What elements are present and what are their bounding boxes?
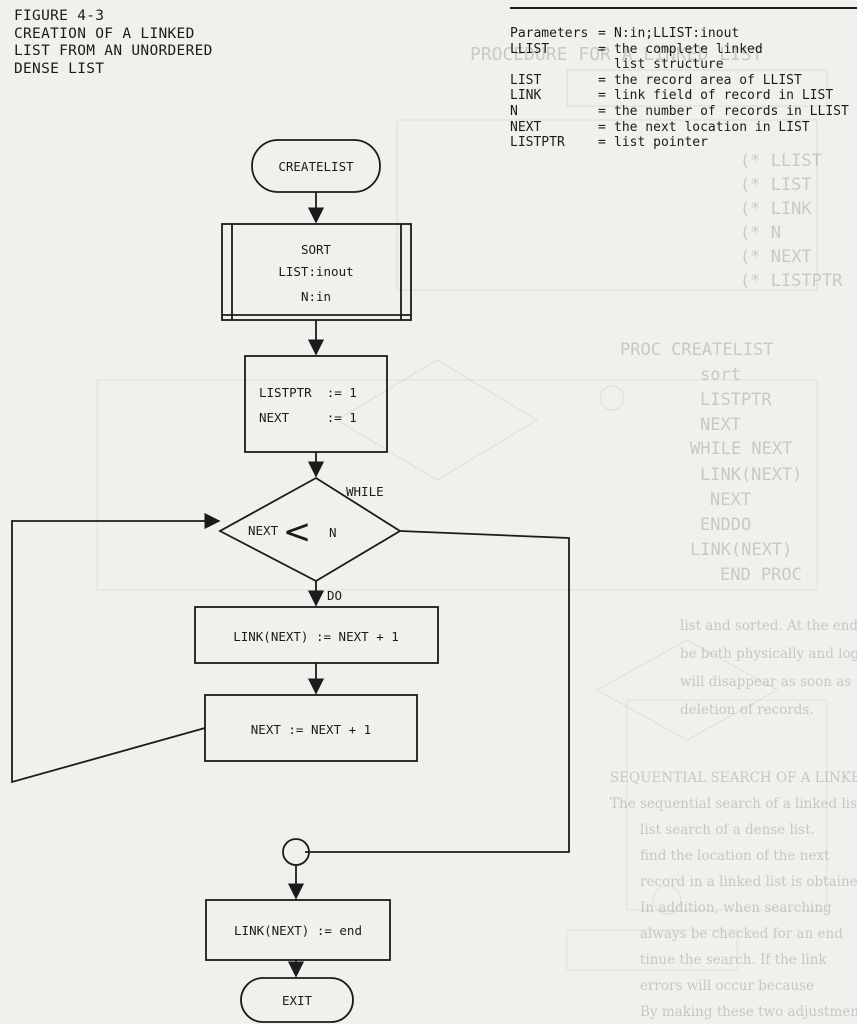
loop-back-line — [11, 512, 221, 784]
parameter-desc: the record area of LLIST — [614, 72, 802, 88]
initialize-box — [244, 355, 388, 453]
parameter-desc: list structure — [614, 57, 724, 73]
parameter-name: LISTPTR — [510, 135, 565, 151]
loop-exit-line — [305, 530, 570, 853]
sort-arg-list: LIST:inout — [278, 264, 353, 279]
parameter-desc: list pointer — [614, 135, 708, 151]
body-step-1: LINK(NEXT) := NEXT + 1 — [233, 629, 399, 644]
caption-line: CREATION OF A LINKED — [14, 25, 195, 42]
init-listptr: LISTPTR := 1 — [259, 385, 357, 400]
do-label: DO — [327, 588, 342, 603]
svg-text:The sequential search of a lin: The sequential search of a linked list — [610, 796, 857, 812]
svg-text:always be checked for an end: always be checked for an end — [640, 926, 843, 942]
svg-text:PROC CREATELIST: PROC CREATELIST — [620, 340, 774, 360]
parameter-desc: the complete linked — [614, 41, 763, 57]
body-step-2: NEXT := NEXT + 1 — [251, 722, 371, 737]
parameter-desc: link field of record in LIST — [614, 88, 834, 104]
svg-text:NEXT: NEXT — [710, 490, 751, 510]
caption-line: DENSE LIST — [14, 60, 105, 77]
svg-text:list and sorted. At the end: list and sorted. At the end — [680, 618, 857, 634]
parameter-name: NEXT — [510, 119, 542, 135]
svg-text:ENDDO: ENDDO — [700, 515, 751, 535]
svg-text:be both physically and logical: be both physically and logically — [680, 646, 857, 662]
parameter-desc: the number of records in LLIST — [614, 103, 849, 119]
svg-text:In addition, when searching: In addition, when searching — [640, 900, 832, 916]
condition-left: NEXT — [248, 523, 279, 538]
parameter-name: LIST — [510, 72, 542, 88]
svg-text:(* NEXT: (* NEXT — [740, 247, 812, 267]
parameters-value: N:in;LLIST:inout — [614, 26, 740, 41]
end-link-box — [205, 899, 391, 961]
svg-text:LINK(NEXT): LINK(NEXT) — [690, 540, 792, 560]
svg-text:NEXT: NEXT — [700, 415, 741, 435]
final-step: LINK(NEXT) := end — [234, 923, 362, 938]
start-label: CREATELIST — [278, 159, 354, 174]
less-than-symbol: < — [283, 512, 312, 552]
parameter-desc-continued: list structure — [510, 57, 849, 73]
while-label: WHILE — [346, 484, 384, 499]
svg-text:(* LIST: (* LIST — [740, 175, 812, 195]
svg-text:LINK(NEXT): LINK(NEXT) — [700, 465, 802, 485]
svg-text:(* LINK: (* LINK — [740, 199, 812, 219]
parameter-name: LLIST — [510, 41, 550, 57]
svg-text:(* LLIST: (* LLIST — [740, 151, 822, 171]
condition-right: N — [329, 525, 337, 540]
exit-terminal — [240, 977, 354, 1023]
init-next: NEXT := 1 — [259, 410, 357, 425]
parameter-name: LINK — [510, 88, 542, 104]
figure-caption: FIGURE 4-3 CREATION OF A LINKED LIST FRO… — [14, 8, 213, 78]
svg-text:find the location of the next: find the location of the next — [640, 848, 830, 864]
parameter-row: NEXT = the next location in LIST — [510, 119, 810, 135]
parameter-row: N = the number of records in LLIST — [510, 103, 849, 119]
svg-text:PROCEDURE FOR A LINKED LIST: PROCEDURE FOR A LINKED LIST — [470, 44, 763, 65]
caption-line: LIST FROM AN UNORDERED — [14, 43, 213, 59]
svg-text:deletion of records.: deletion of records. — [680, 702, 814, 718]
exit-label: EXIT — [282, 993, 313, 1008]
svg-text:errors will occur because: errors will occur because — [640, 978, 814, 994]
svg-text:sort: sort — [700, 365, 741, 385]
parameter-row: LINK = link field of record in LIST — [510, 88, 834, 104]
svg-text:END PROC: END PROC — [720, 565, 802, 585]
parameters-legend: Parameters = N:in;LLIST:inout LLIST = th… — [510, 26, 849, 151]
svg-text:WHILE NEXT: WHILE NEXT — [690, 439, 792, 459]
svg-text:LISTPTR: LISTPTR — [700, 390, 772, 410]
sort-arg-n: N:in — [301, 289, 331, 304]
svg-text:(* N: (* N — [740, 223, 781, 243]
parameter-row: LISTPTR = list pointer — [510, 135, 708, 151]
svg-text:SEQUENTIAL SEARCH OF A LINKED: SEQUENTIAL SEARCH OF A LINKED LIST — [610, 770, 857, 786]
parameter-name: N — [510, 103, 518, 119]
parameter-row: LLIST = the complete linked — [510, 41, 763, 57]
parameters-header: Parameters = N:in;LLIST:inout — [510, 26, 740, 41]
svg-text:By making these two adjustment: By making these two adjustments — [640, 1004, 857, 1020]
svg-text:tinue the search. If the link: tinue the search. If the link — [640, 952, 827, 968]
parameter-row: LIST = the record area of LLIST — [510, 72, 802, 88]
caption-line: FIGURE 4-3 — [14, 8, 105, 24]
parameters-label: Parameters — [510, 26, 589, 41]
svg-text:(* LISTPTR: (* LISTPTR — [740, 271, 843, 291]
svg-text:record in a linked list is obt: record in a linked list is obtained — [640, 874, 857, 890]
parameter-desc: the next location in LIST — [614, 119, 810, 135]
sort-label: SORT — [301, 242, 332, 257]
top-rule — [510, 7, 857, 9]
svg-text:list search of a dense list.: list search of a dense list. — [640, 822, 815, 838]
svg-text:will disappear as soon as: will disappear as soon as — [680, 674, 851, 690]
